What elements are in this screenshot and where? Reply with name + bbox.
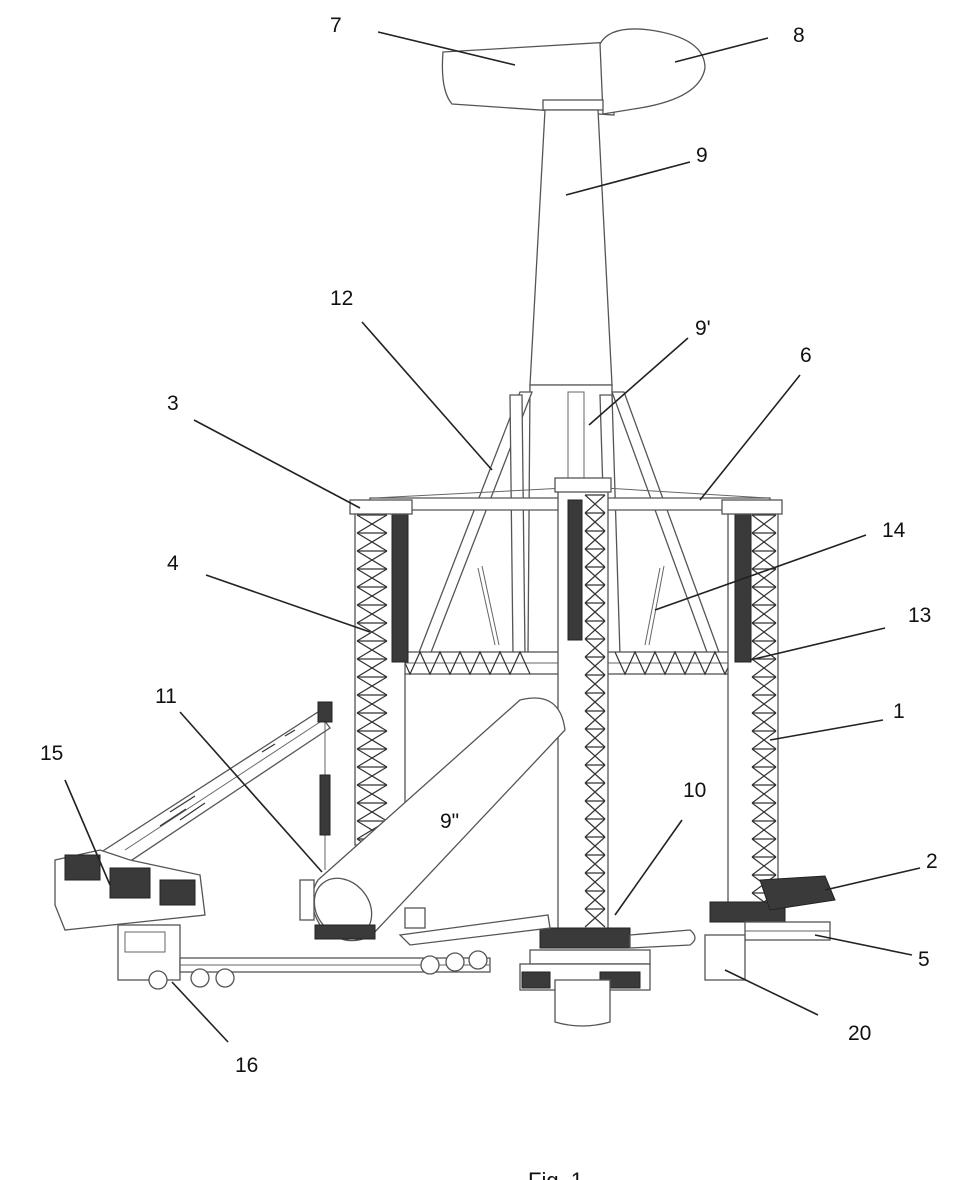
- crane: [55, 702, 332, 930]
- callout-5: 5: [918, 948, 930, 971]
- callout-8: 8: [793, 24, 805, 47]
- callout-2: 2: [926, 850, 938, 873]
- callout-14: 14: [882, 519, 906, 542]
- callout-9: 9: [696, 144, 708, 167]
- callout-6: 6: [800, 344, 812, 367]
- yaw-ring: [543, 100, 603, 110]
- tower-section-9-double-prime: [303, 698, 565, 949]
- hub: [600, 29, 705, 114]
- center-lattice-column: [555, 478, 611, 932]
- callout-7: 7: [330, 14, 342, 37]
- callout-9-prime: 9': [695, 317, 711, 340]
- callout-12: 12: [330, 287, 353, 310]
- foundation-block: [705, 935, 745, 980]
- callout-1: 1: [893, 700, 905, 723]
- callout-15: 15: [40, 742, 63, 765]
- callout-13: 13: [908, 604, 931, 627]
- tower-upper-section: [530, 110, 612, 385]
- right-lattice-column: [722, 500, 782, 911]
- figure-caption: Fig. 1: [528, 1168, 583, 1180]
- callout-11: 11: [155, 685, 177, 708]
- callout-10: 10: [683, 779, 706, 802]
- left-lattice-column: [350, 500, 412, 857]
- callout-20: 20: [848, 1022, 871, 1045]
- callout-3: 3: [167, 392, 179, 415]
- callout-4: 4: [167, 552, 179, 575]
- callout-9-double-prime: 9": [440, 810, 459, 833]
- callout-16: 16: [235, 1054, 258, 1077]
